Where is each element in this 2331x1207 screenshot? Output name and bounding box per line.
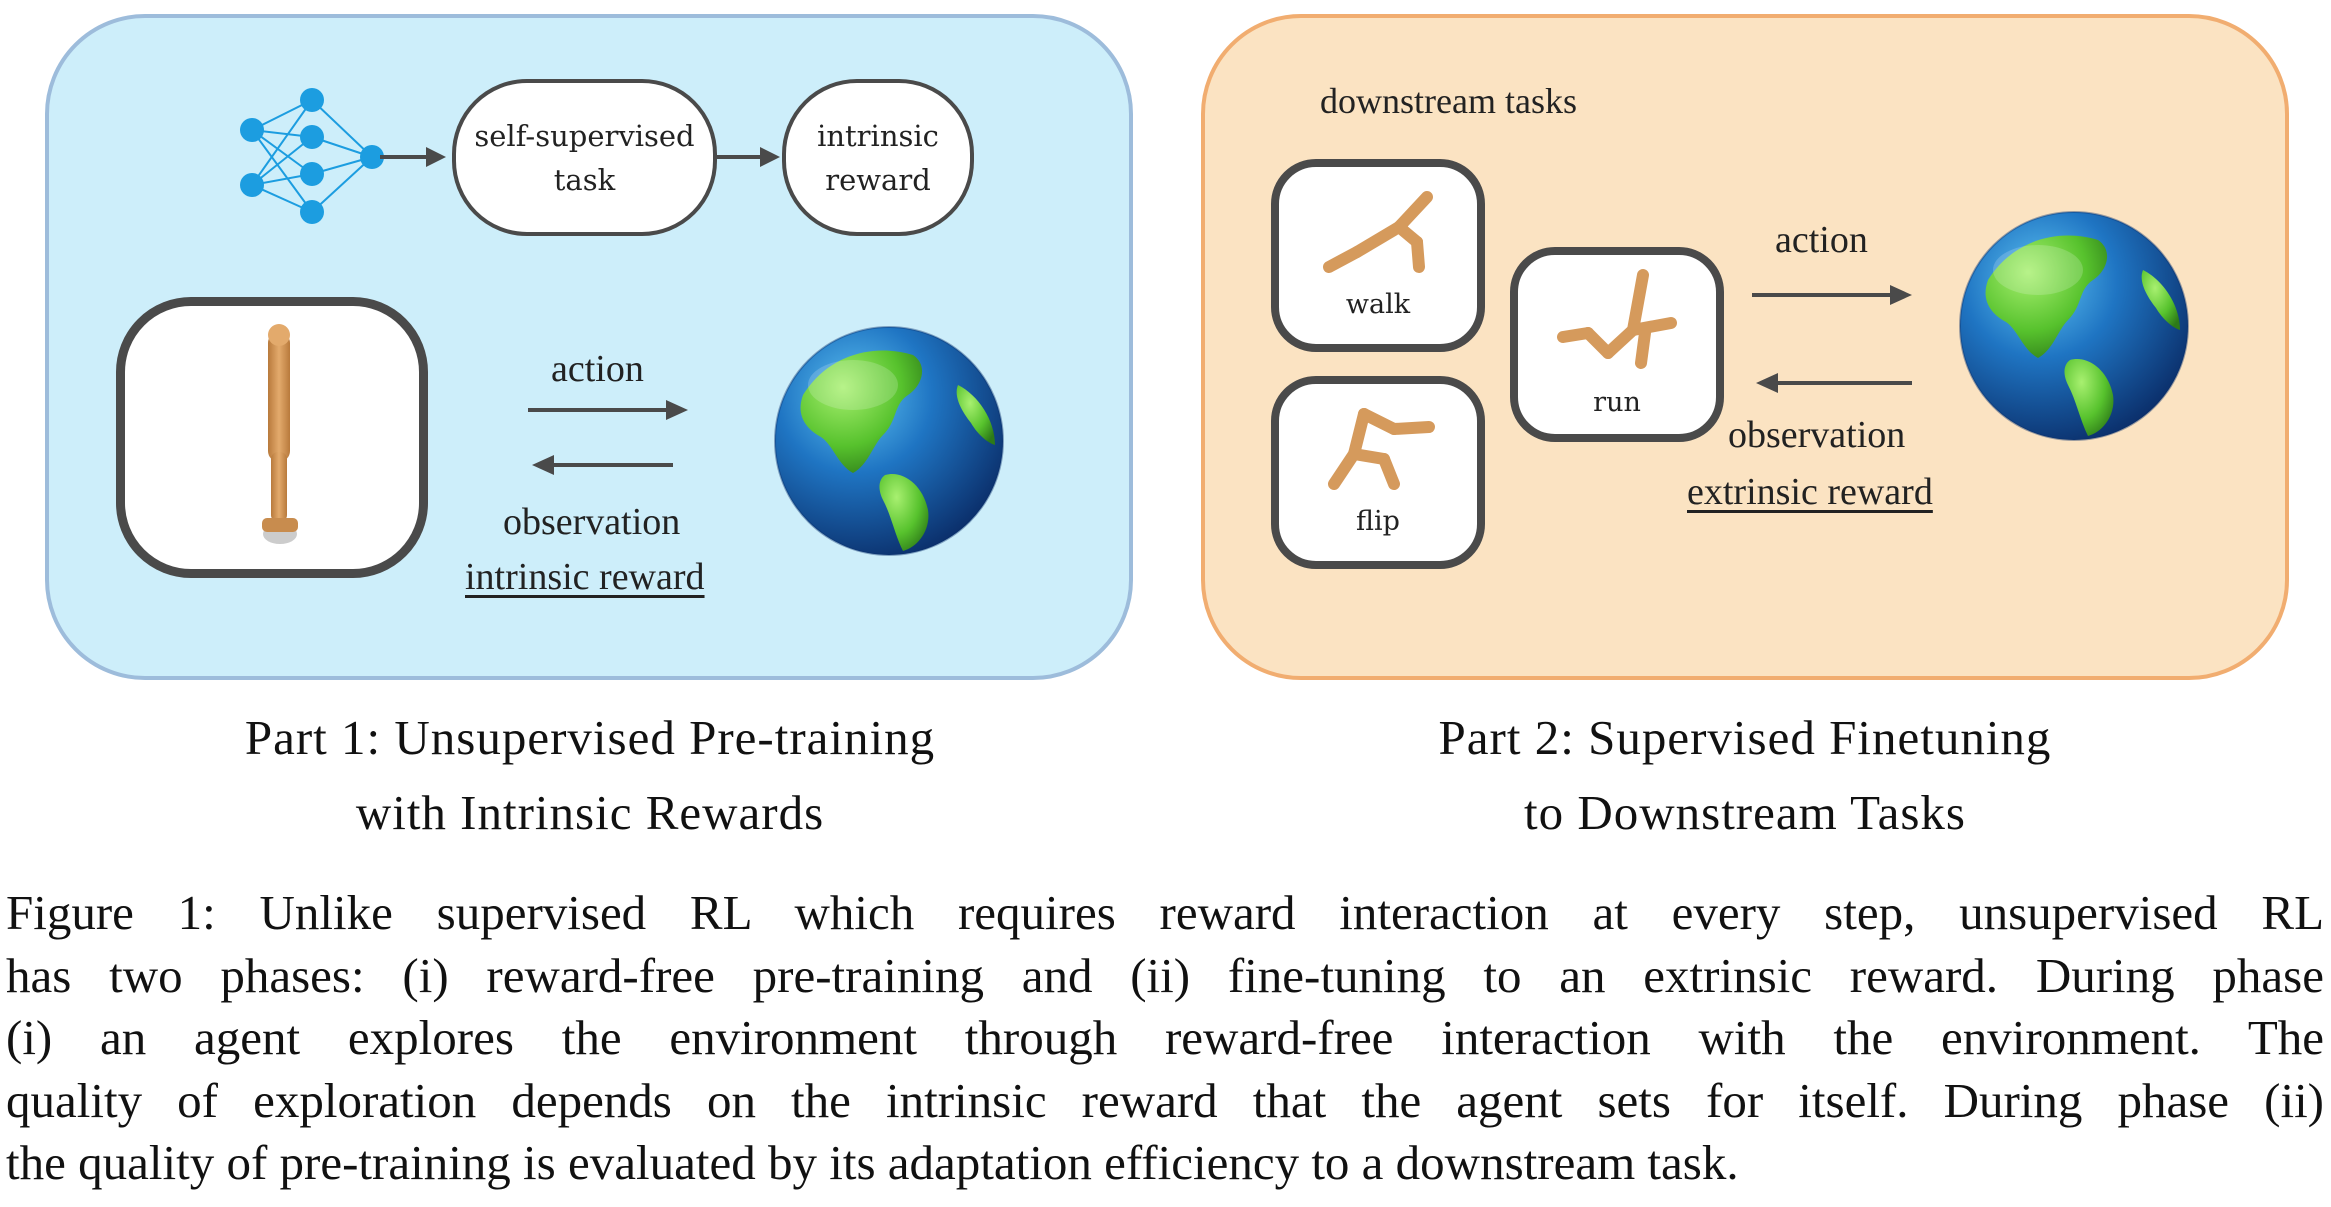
run-label: run: [1593, 387, 1641, 418]
caption-line: has two phases: (i) reward-free pre-trai…: [6, 947, 2324, 1003]
flow-arrow-network-to-task: [380, 147, 446, 167]
task-label-line2: task: [553, 162, 616, 197]
self-supervised-task-node: self-supervised task: [452, 79, 717, 236]
downstream-tasks-label: downstream tasks: [1320, 81, 1577, 121]
neural-network-icon: [240, 88, 384, 224]
flow-arrow-task-to-reward: [716, 147, 780, 167]
figure-caption: Figure 1: Unlike supervised RL which req…: [6, 882, 2324, 1195]
observation-arrow: [532, 455, 673, 475]
run-task-frame: run: [1510, 247, 1724, 442]
part1-title-line1: Part 1: Unsupervised Pre-training: [244, 710, 936, 765]
part2-title-line1: Part 2: Supervised Finetuning: [1438, 710, 2052, 765]
caption-line: quality of exploration depends on the in…: [6, 1072, 2324, 1128]
action-arrow: [528, 400, 688, 420]
task-label-line1: self-supervised: [474, 118, 695, 153]
observation-arrow-2: [1756, 373, 1912, 393]
robot-figure-icon: [262, 324, 298, 544]
observation-label: observation: [503, 501, 681, 543]
part1-title-line2: with Intrinsic Rewards: [355, 785, 825, 840]
earth-globe-icon-2: [1959, 211, 2189, 441]
observation-label-2: observation: [1728, 414, 1906, 456]
part1-title: Part 1: Unsupervised Pre-training with I…: [90, 700, 1090, 850]
caption-line: (i) an agent explores the environment th…: [6, 1010, 2324, 1065]
action-label: action: [551, 348, 644, 390]
run-robot-icon: [1557, 269, 1677, 369]
walk-task-frame: walk: [1271, 159, 1485, 352]
caption-line: Figure 1: Unlike supervised RL which req…: [6, 885, 2324, 940]
walk-robot-icon: [1323, 191, 1433, 273]
reward-label-line2: reward: [825, 162, 931, 197]
walk-label: walk: [1345, 289, 1411, 320]
extrinsic-reward-label: extrinsic reward: [1687, 471, 1933, 513]
part2-title: Part 2: Supervised Finetuning to Downstr…: [1245, 700, 2245, 850]
action-label-2: action: [1775, 219, 1868, 261]
flip-robot-icon: [1328, 408, 1435, 490]
flip-label: flip: [1356, 506, 1400, 537]
earth-globe-icon: [774, 326, 1004, 556]
caption-line: the quality of pre-training is evaluated…: [6, 1135, 1739, 1190]
flip-task-frame: flip: [1271, 376, 1485, 569]
intrinsic-reward-label: intrinsic reward: [465, 556, 705, 598]
action-arrow-2: [1752, 285, 1912, 305]
intrinsic-reward-node: intrinsic reward: [782, 79, 974, 236]
reward-label-line1: intrinsic: [817, 118, 939, 153]
part2-title-line2: to Downstream Tasks: [1523, 785, 1966, 840]
